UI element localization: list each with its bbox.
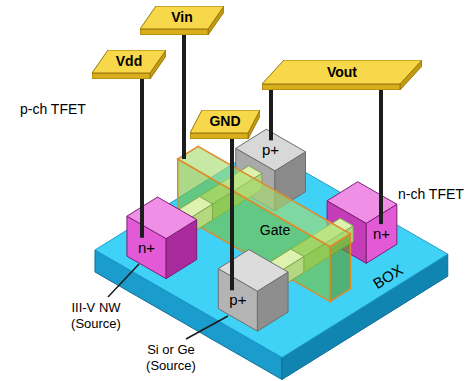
contact-post xyxy=(182,35,186,159)
terminal-pad: Vin xyxy=(140,6,224,35)
gate-electrode: Gate xyxy=(178,159,330,241)
leader-line xyxy=(186,316,228,339)
buried-oxide-slab xyxy=(95,147,448,380)
block-top xyxy=(327,182,397,224)
drain-region: n+ xyxy=(370,224,393,243)
pad-front xyxy=(190,133,248,139)
pad-front xyxy=(92,73,150,79)
device-label: p-ch TFET xyxy=(20,101,86,118)
n-ch-source-block xyxy=(218,250,288,332)
terminal-name: GND xyxy=(209,113,240,129)
gate-label: Gate xyxy=(260,222,290,238)
slab-top xyxy=(95,147,448,358)
doping-label: p+ xyxy=(262,141,279,158)
pad-top xyxy=(190,110,260,133)
terminal-name: Vout xyxy=(327,64,357,80)
leader-line xyxy=(108,264,139,297)
terminal-name: Vdd xyxy=(116,53,142,69)
pad-top xyxy=(92,50,166,73)
contact-post xyxy=(379,90,383,224)
drain-region: p+ xyxy=(259,140,282,159)
terminal-name: Vin xyxy=(171,9,193,25)
block-top xyxy=(127,197,197,239)
label-box: III-V NW (Source) xyxy=(58,300,134,331)
contact-post xyxy=(230,139,234,290)
terminal-pad: Vdd xyxy=(92,50,166,79)
gate-block xyxy=(178,146,351,301)
contact-post xyxy=(269,90,273,140)
pad-top xyxy=(262,60,422,84)
source-region: n+ xyxy=(135,238,158,257)
gate-top xyxy=(178,146,351,246)
source-region: p+ xyxy=(226,290,249,309)
label-box: p-ch TFET xyxy=(20,101,86,118)
device-label: n-ch TFET xyxy=(398,186,464,203)
doping-label: p+ xyxy=(229,291,246,308)
pad-front xyxy=(262,84,400,90)
doping-label: n+ xyxy=(373,225,390,242)
contact-post xyxy=(140,79,144,238)
doping-label: n+ xyxy=(138,239,155,256)
material-label: Si or Ge (Source) xyxy=(136,342,206,373)
pad-front xyxy=(140,29,208,35)
label-box: n-ch TFET xyxy=(398,186,464,203)
pad-top xyxy=(140,6,224,29)
block-top xyxy=(218,250,288,292)
terminal-pad: GND xyxy=(190,110,260,139)
terminal-pad: Vout xyxy=(262,60,422,90)
label-box: Si or Ge (Source) xyxy=(136,342,206,373)
material-label: III-V NW (Source) xyxy=(58,300,134,331)
